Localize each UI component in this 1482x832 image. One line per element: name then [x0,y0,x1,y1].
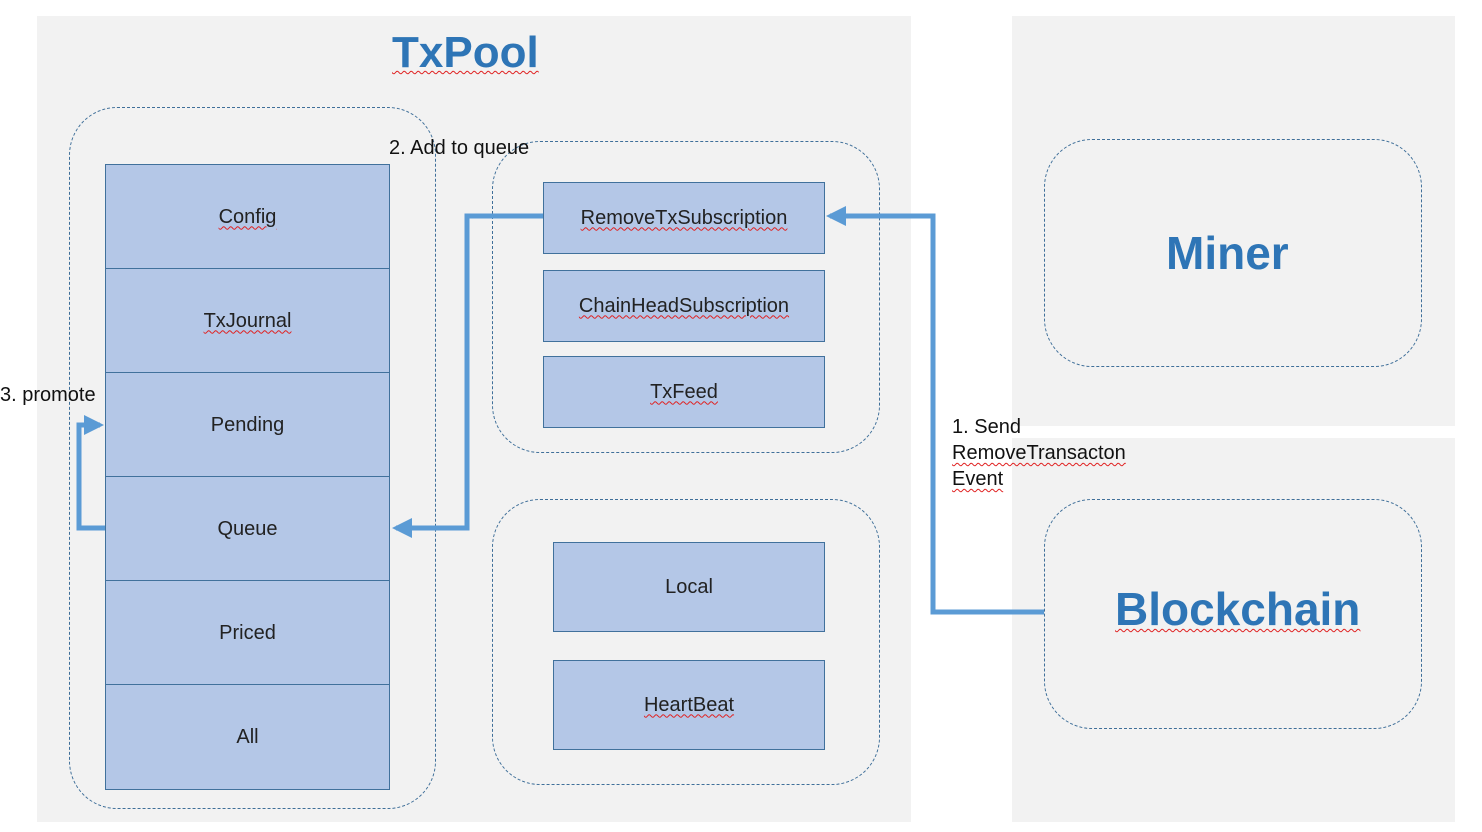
structure-all-label: All [236,725,259,748]
structure-queue-label: Queue [217,517,278,540]
structure-config-label: Config [218,205,277,228]
send-event-arrow [826,206,1044,615]
remove-tx-subscription: RemoveTxSubscription [543,182,825,254]
send-label-line1: 1. Send [952,416,1021,438]
chain-head-subscription-label: ChainHeadSubscription [578,294,790,317]
structure-priced: Priced [105,580,390,686]
local-label: Local [665,575,713,598]
local-box: Local [553,542,825,632]
structure-pending-label: Pending [210,413,285,436]
tx-feed-label: TxFeed [650,380,718,403]
send-label-line3: Event [952,468,1004,490]
chain-head-subscription: ChainHeadSubscription [543,270,825,342]
structure-pending: Pending [105,372,390,478]
structure-priced-label: Priced [219,621,276,644]
promote-label: 3. promote [0,384,96,406]
structure-all: All [105,684,390,790]
subscription-group [492,141,880,453]
structure-group [69,107,436,809]
send-label-line2: RemoveTransacton [952,442,1126,464]
tx-feed: TxFeed [543,356,825,428]
heartbeat-label: HeartBeat [643,693,735,716]
promote-arrow [76,415,105,531]
add-to-queue-label: 2. Add to queue [389,137,530,159]
miner-title: Miner [1166,227,1289,279]
remove-tx-subscription-label: RemoveTxSubscription [580,206,788,229]
add-to-queue-arrow [392,213,543,538]
heartbeat-box: HeartBeat [553,660,825,750]
miner-group [1044,139,1422,367]
structure-queue: Queue [105,476,390,582]
structure-txjournal: TxJournal [105,268,390,374]
worker-group [492,499,880,785]
structure-txjournal-label: TxJournal [203,309,292,332]
txpool-title: TxPool [392,28,539,77]
structure-config: Config [105,164,390,270]
blockchain-title: Blockchain [1115,583,1361,635]
blockchain-group [1044,499,1422,729]
